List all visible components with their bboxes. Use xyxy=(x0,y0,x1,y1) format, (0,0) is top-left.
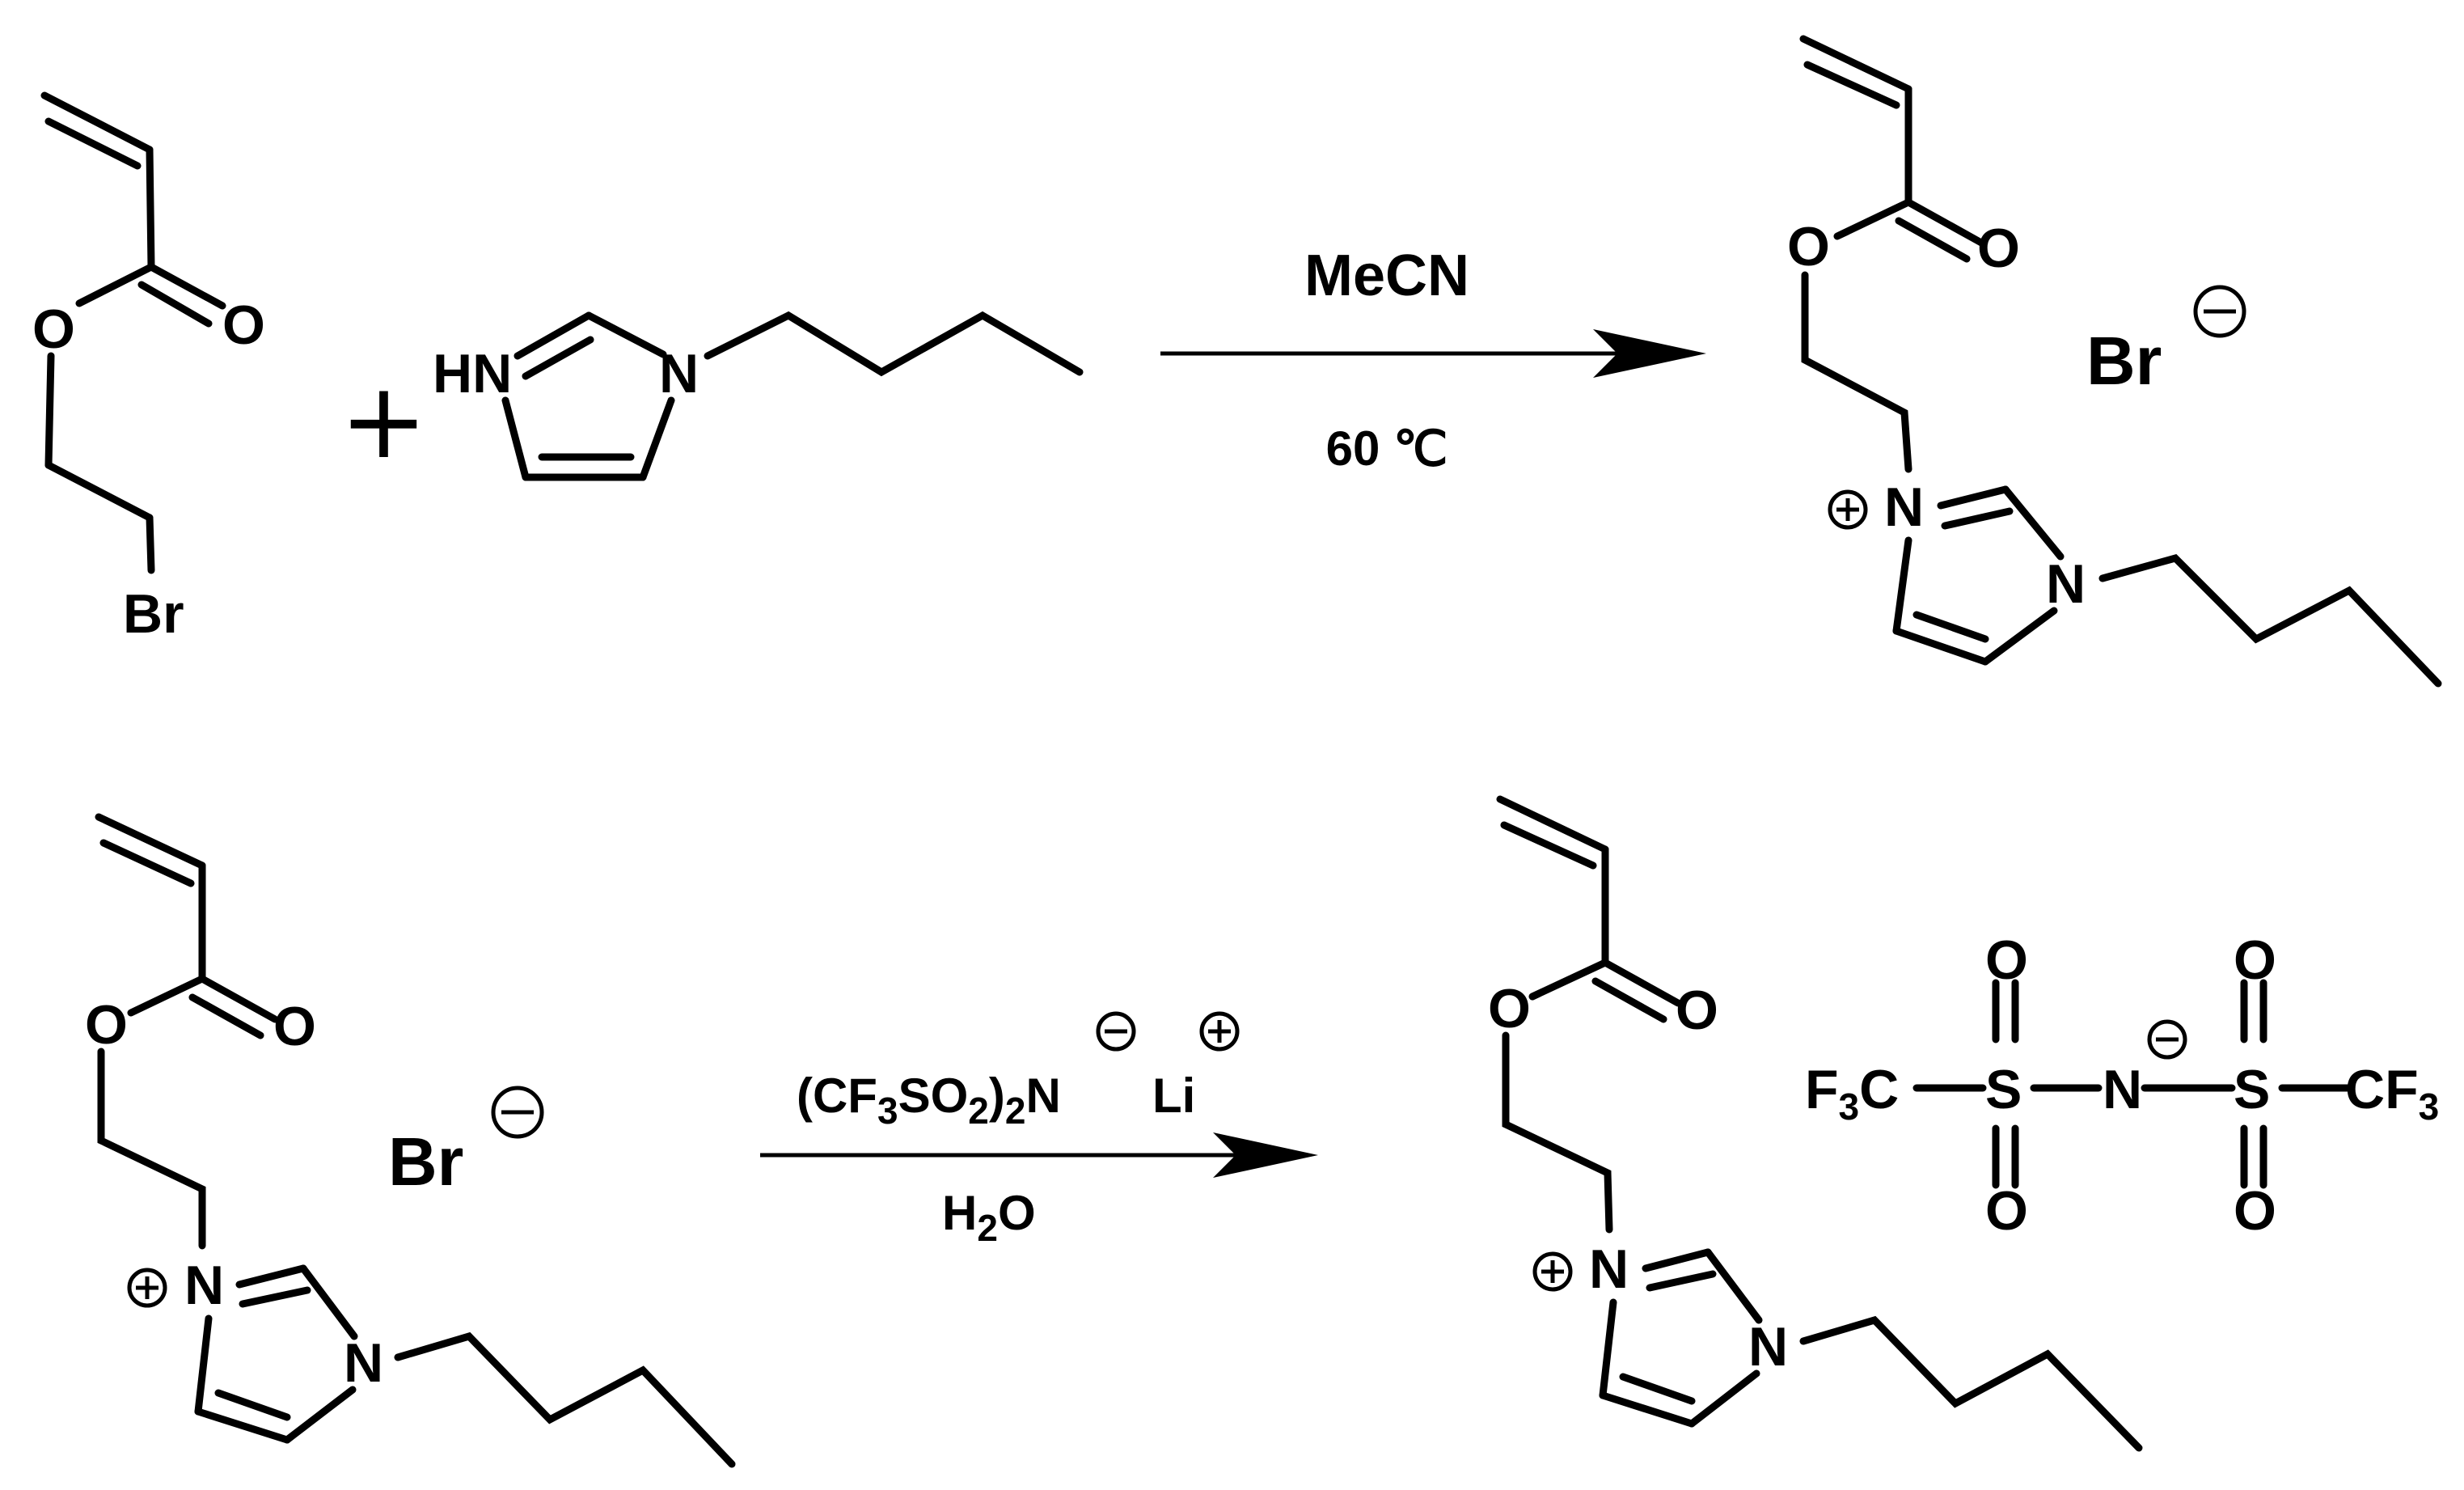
carbonyl-double-bond xyxy=(1895,198,1985,263)
c4-c5-double-bond xyxy=(194,1389,291,1444)
bromine-label: Br xyxy=(123,583,184,645)
c2-n-bond xyxy=(2001,485,2065,561)
c2-n-bond xyxy=(1704,1248,1763,1324)
left-s-o-top-double-bond xyxy=(1992,979,2019,1043)
carbonyl-double-bond xyxy=(137,263,226,328)
hn-label: HN xyxy=(433,343,512,404)
c2-n1-bond xyxy=(585,311,667,358)
carbonyl-to-ester-o-bond xyxy=(75,263,155,307)
butylimidazole-molecule: HN N xyxy=(433,311,1084,481)
carbonyl-to-ester-o-bond xyxy=(1528,959,1609,1001)
imidazolium-n-label: N xyxy=(1748,1316,1788,1378)
bromide-anion-label: Br xyxy=(2086,323,2162,399)
vinyl-double-bond xyxy=(1799,35,1912,109)
carbonyl-double-bond xyxy=(188,975,279,1039)
negative-charge-icon xyxy=(491,1086,544,1139)
imidazolium-n-label: N xyxy=(2046,553,2086,615)
carbonyl-oxygen-label: O xyxy=(222,294,265,356)
butyl-chain xyxy=(394,1331,736,1468)
carbonyl-oxygen-label: O xyxy=(1676,980,1718,1041)
n-c2-double-bond xyxy=(235,1264,311,1308)
lithium-positive-charge-icon xyxy=(1199,1011,1240,1052)
carbonyl-to-ester-o-bond xyxy=(1833,198,1912,240)
lithium-cation-label: Li xyxy=(1152,1069,1195,1123)
left-top-oxygen-label: O xyxy=(1985,929,2028,991)
ethylene-linker xyxy=(1801,271,1912,473)
n-c2-double-bond xyxy=(1642,1248,1717,1292)
vinyl-double-bond xyxy=(1496,795,1609,870)
bromide-anion-label: Br xyxy=(388,1124,463,1200)
ester-oxygen-label: O xyxy=(85,994,128,1056)
reactant-plus-sign: + xyxy=(340,359,428,482)
ethylene-linker xyxy=(97,1048,206,1250)
vinyl-double-bond xyxy=(40,91,154,170)
imidazolium-bromide-reactant: O O N N Br xyxy=(85,813,736,1468)
vinyl-double-bond xyxy=(95,813,206,887)
c4-c5-double-bond xyxy=(1599,1373,1696,1428)
tfsi-negative-charge-icon xyxy=(2147,1019,2187,1060)
ethylene-linker xyxy=(1502,1031,1613,1234)
imidazolium-n-plus-label: N xyxy=(1884,476,1924,538)
butyl-chain xyxy=(1799,1315,2143,1452)
left-cf3-label: F3C xyxy=(1805,1059,1899,1128)
temperature-condition: 60 ℃ xyxy=(1326,421,1448,476)
imidazolium-n-plus-label: N xyxy=(1589,1238,1629,1300)
positive-charge-icon xyxy=(1828,489,1868,530)
right-sulfur-label: S xyxy=(2234,1059,2270,1120)
ch2-to-br-bond xyxy=(146,514,155,574)
n-c5-bond xyxy=(194,1314,213,1416)
left-s-o-bottom-double-bond xyxy=(1992,1124,2019,1189)
bromoethyl-acrylate-molecule: O O Br xyxy=(32,91,265,645)
water-solvent-label: H2O xyxy=(942,1186,1036,1249)
right-cf3-label: CF3 xyxy=(2345,1059,2439,1128)
c4-c5-double-bond xyxy=(1892,611,1989,666)
n-c5-bond xyxy=(1892,536,1912,635)
butyl-chain xyxy=(2098,553,2442,688)
negative-charge-icon xyxy=(2193,285,2246,338)
imidazolium-n-plus-label: N xyxy=(184,1255,224,1316)
c5-n1-bond xyxy=(639,396,675,481)
c4-n-bond xyxy=(1981,607,2058,666)
positive-charge-icon xyxy=(1532,1251,1573,1292)
carbonyl-oxygen-label: O xyxy=(1977,218,2020,279)
vinyl-to-carbonyl-bond xyxy=(146,146,155,271)
tfsi-nitrogen-label: N xyxy=(2103,1059,2142,1120)
left-sulfur-label: S xyxy=(1985,1059,2022,1120)
left-bottom-oxygen-label: O xyxy=(1985,1180,2028,1242)
butyl-chain xyxy=(704,311,1084,377)
tfsi-negative-charge-icon xyxy=(1096,1011,1136,1052)
right-s-o-bottom-double-bond xyxy=(2240,1124,2267,1189)
tfsi-anion: F3C S O O N S O O CF3 xyxy=(1805,929,2439,1242)
positive-charge-icon xyxy=(127,1268,167,1308)
imidazolium-tfsi-product: O O N N F3C S O O N xyxy=(1488,795,2439,1452)
right-s-o-top-double-bond xyxy=(2240,979,2267,1043)
c4-c5-double-bond xyxy=(522,453,647,481)
carbonyl-to-ester-o-bond xyxy=(127,975,206,1017)
c4-n-bond xyxy=(283,1386,357,1444)
right-bottom-oxygen-label: O xyxy=(2234,1180,2276,1242)
imidazolium-bromide-product: O O N N Br xyxy=(1787,35,2442,688)
right-top-oxygen-label: O xyxy=(2234,929,2276,991)
reaction-arrow-1: MeCN 60 ℃ xyxy=(1160,243,1706,476)
ch2-ch2-bond xyxy=(44,461,154,522)
ester-oxygen-label: O xyxy=(32,298,75,360)
n-c5-bond xyxy=(1599,1298,1617,1399)
c2-n-bond xyxy=(299,1264,358,1340)
ester-oxygen-label: O xyxy=(1488,978,1531,1039)
c2-n-double-bond xyxy=(514,311,594,380)
n-c2-double-bond xyxy=(1937,485,2014,530)
reaction-arrow-2: (CF3SO2)2N Li H2O xyxy=(760,1011,1318,1249)
c4-n-bond xyxy=(1688,1369,1760,1428)
lithium-tfsi-reagent: (CF3SO2)2N xyxy=(797,1069,1061,1132)
ester-oxygen-label: O xyxy=(1787,216,1830,277)
o-to-ch2-bond xyxy=(44,352,55,469)
imidazolium-n-label: N xyxy=(344,1332,383,1394)
arrow-2-head xyxy=(1213,1132,1318,1178)
carbonyl-oxygen-label: O xyxy=(273,996,316,1057)
n3-c4-bond xyxy=(501,396,530,481)
carbonyl-double-bond xyxy=(1591,959,1682,1023)
solvent-condition: MeCN xyxy=(1304,243,1469,308)
arrow-1-head xyxy=(1593,329,1706,378)
